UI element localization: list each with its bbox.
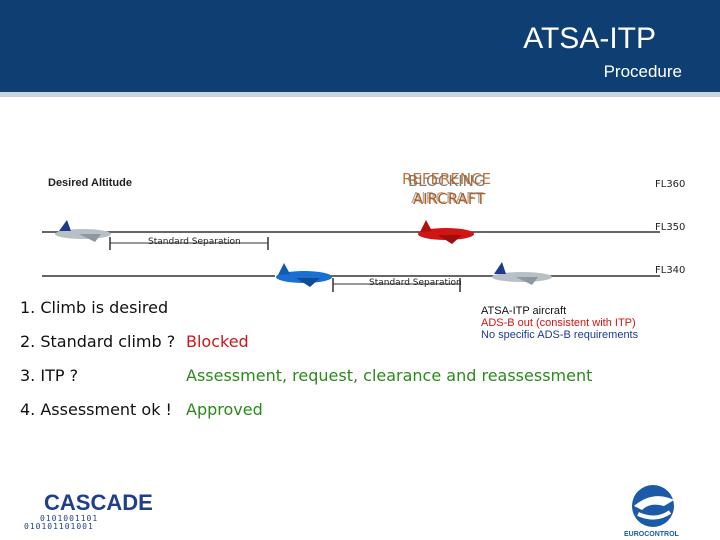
desired-altitude-label: Desired Altitude: [48, 177, 132, 189]
separation-lower-label: Standard Separation: [369, 278, 462, 288]
other-aircraft-fl340-icon: [492, 262, 552, 285]
step-4: 4. Assessment ok !: [20, 400, 172, 419]
blocking-aircraft-icon: [418, 220, 474, 244]
svg-text:EUROCONTROL: EUROCONTROL: [624, 531, 680, 538]
step-1: 1. Climb is desired: [20, 298, 168, 317]
svg-text:CASCADE: CASCADE: [44, 490, 153, 515]
itp-aircraft-note: ATSA-ITP aircraft ADS-B out (consistent …: [481, 305, 638, 341]
eurocontrol-logo: EUROCONTROL: [620, 482, 686, 538]
reference-label: REFERENCE: [402, 170, 491, 188]
step-3-label: 3. ITP ?: [20, 366, 78, 385]
step-3-status: Assessment, request, clearance and reass…: [186, 366, 592, 385]
separation-upper-label: Standard Separation: [148, 237, 241, 247]
step-2-status: Blocked: [186, 332, 249, 351]
itp-aircraft-icon: [276, 263, 332, 287]
step-2: 2. Standard climb ?: [20, 332, 175, 351]
cascade-logo: CASCADE 0101001101 010101101001: [20, 488, 160, 534]
fl340-label: FL340: [655, 265, 685, 276]
itp-aircraft-requirements: No specific ADS-B requirements: [481, 329, 638, 341]
itp-aircraft-adsb-out: ADS-B out (consistent with ITP): [481, 317, 638, 329]
step-3: 3. ITP ?: [20, 366, 78, 385]
step-2-label: 2. Standard climb ?: [20, 332, 175, 351]
other-aircraft-fl350-icon: [55, 220, 111, 242]
aircraft-label: AIRCRAFT: [413, 190, 485, 208]
step-4-label: 4. Assessment ok !: [20, 400, 172, 419]
step-1-label: 1. Climb is desired: [20, 298, 168, 317]
step-4-status: Approved: [186, 400, 263, 419]
itp-aircraft-title: ATSA-ITP aircraft: [481, 305, 638, 317]
fl350-label: FL350: [655, 222, 685, 233]
svg-text:010101101001: 010101101001: [24, 522, 94, 531]
fl360-label: FL360: [655, 179, 685, 190]
